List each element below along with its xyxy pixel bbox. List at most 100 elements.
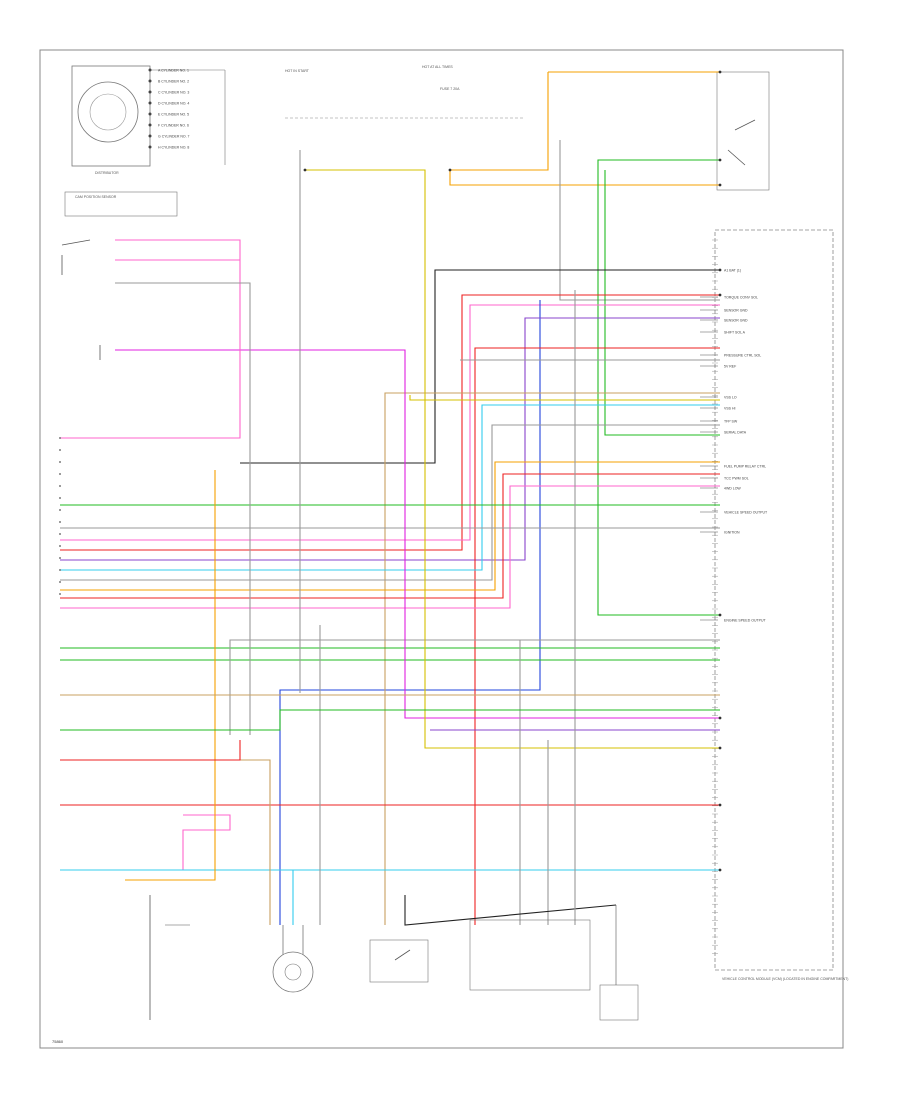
left-pin-dot xyxy=(59,485,61,487)
left-pin-dot xyxy=(59,497,61,499)
fuse-label: FUSE 7 20A xyxy=(440,87,460,91)
distributor-pin-label: A CYLINDER NO. 1 xyxy=(158,69,189,73)
ecm-pin-label: VSS LO xyxy=(724,396,737,400)
wire-pink xyxy=(125,814,231,871)
wire-green xyxy=(597,159,720,616)
wire-junction xyxy=(718,70,722,74)
left-pin-dot xyxy=(59,545,61,547)
wire-junction xyxy=(718,716,722,720)
wire-orange xyxy=(449,72,720,186)
ecm-pin-label: SERIAL DATA xyxy=(724,431,747,435)
left-pin-dot xyxy=(59,521,61,523)
ecm-pin-label: A1 BAT (1) xyxy=(724,269,741,273)
ecm-pin-label: 4WD LOW xyxy=(724,487,741,491)
wire-tan xyxy=(384,392,720,925)
left-pin-dot xyxy=(59,533,61,535)
distributor-pin-label: C CYLINDER NO. 3 xyxy=(158,91,189,95)
wire-red xyxy=(60,473,720,599)
wire-junction xyxy=(303,168,307,172)
wire-junction xyxy=(718,293,722,297)
ecm-pin-label: SENSOR GND xyxy=(724,319,748,323)
wire-purple xyxy=(60,317,720,561)
distributor-pin-dot xyxy=(148,90,152,94)
automatic-transmission xyxy=(469,919,591,991)
wire-tan xyxy=(215,759,271,925)
cam-position-sensor: CAM POSITION SENSOR xyxy=(64,191,178,217)
wire-junction xyxy=(718,803,722,807)
wire-green xyxy=(60,709,720,731)
distributor-pin-dot xyxy=(148,134,152,138)
wire-yellow xyxy=(409,395,720,401)
distributor-pin-label: B CYLINDER NO. 2 xyxy=(158,80,189,84)
left-pin-dot xyxy=(59,461,61,463)
wire-junction xyxy=(448,168,452,172)
wire-black xyxy=(240,269,720,464)
ecm-pin-label: 5V REF xyxy=(724,365,736,369)
wire-magenta xyxy=(115,349,720,719)
distributor-pin-dot xyxy=(148,123,152,127)
wire-black xyxy=(404,895,617,926)
wire-pink xyxy=(60,239,241,439)
distributor-label: DISTRIBUTOR xyxy=(95,171,119,175)
ecm-pin-label: ENGINE SPEED OUTPUT xyxy=(724,619,766,623)
ecm-pin-label: SENSOR GND xyxy=(724,309,748,313)
throttle-position-sensor xyxy=(272,925,314,993)
fuel-pump-relay xyxy=(716,71,770,191)
wire-lightblue xyxy=(60,869,720,925)
wire-junction xyxy=(718,746,722,750)
ecm-pin-label: TORQUE CONV SOL xyxy=(724,296,758,300)
left-pin-dot xyxy=(59,449,61,451)
wire-orange xyxy=(60,461,720,591)
left-pin-dot xyxy=(59,593,61,595)
distributor-pin-label: H CYLINDER NO. 8 xyxy=(158,146,189,150)
oxygen-sensor xyxy=(149,895,190,1020)
wire-gray xyxy=(115,282,251,735)
cam-sensor-label: CAM POSITION SENSOR xyxy=(75,195,117,199)
distributor-pin-dot xyxy=(148,79,152,83)
wire-gray xyxy=(60,424,720,581)
vehicle-control-module: VEHICLE CONTROL MODULE (VCM) (LOCATED IN… xyxy=(700,229,848,981)
wire-junction xyxy=(718,183,722,187)
ecm-pin-label: SHIFT SOL A xyxy=(724,331,746,335)
distributor-pin-label: F CYLINDER NO. 6 xyxy=(158,124,189,128)
left-pin-dot xyxy=(59,509,61,511)
distributor: DISTRIBUTOR A CYLINDER NO. 1 B CYLINDER N… xyxy=(71,65,226,175)
wire-junction xyxy=(718,268,722,272)
distributor-pin-dot xyxy=(148,68,152,72)
wire-pink xyxy=(60,485,720,609)
knock-sensor xyxy=(61,239,101,360)
wire-pink xyxy=(60,304,720,541)
distributor-pin-dot xyxy=(148,145,152,149)
wire-junction xyxy=(718,868,722,872)
distributor-pin-dot xyxy=(148,101,152,105)
transfer-case-switch xyxy=(369,939,429,983)
wire-gray xyxy=(229,639,720,735)
ecm-pin-label: TFP SW xyxy=(724,420,738,424)
distributor-pin-label: G CYLINDER NO. 7 xyxy=(158,135,190,139)
crankshaft-position-sensor xyxy=(599,905,639,1021)
ecm-pin-label: FUEL PUMP RELAY CTRL xyxy=(724,465,766,469)
wire-red xyxy=(60,294,720,551)
ecm-pin-label: TCC PWM SOL xyxy=(724,477,749,481)
wire-yellow xyxy=(305,169,720,749)
distributor-pin-dot xyxy=(148,112,152,116)
ecm-pin-label: PRESSURE CTRL SOL xyxy=(724,354,761,358)
wire-green xyxy=(604,170,720,436)
wire-gray xyxy=(559,140,720,301)
distributor-pin-label: E CYLINDER NO. 5 xyxy=(158,113,189,117)
wire-junction xyxy=(718,613,722,617)
left-pin-dot xyxy=(59,437,61,439)
ecm-title: VEHICLE CONTROL MODULE (VCM) (LOCATED IN… xyxy=(722,977,848,981)
ecm-pin-label: VSS HI xyxy=(724,407,736,411)
left-pin-dot xyxy=(59,569,61,571)
hot-in-start: HOT IN START xyxy=(285,69,310,73)
diagram-border xyxy=(39,49,844,1049)
wire-blue xyxy=(279,300,541,925)
wire-orange xyxy=(125,470,216,881)
footer-code: 75860 xyxy=(52,1039,64,1044)
distributor-pin-label: D CYLINDER NO. 4 xyxy=(158,102,189,106)
ecm-pin-label: VEHICLE SPEED OUTPUT xyxy=(724,511,768,515)
left-pin-dot xyxy=(59,473,61,475)
